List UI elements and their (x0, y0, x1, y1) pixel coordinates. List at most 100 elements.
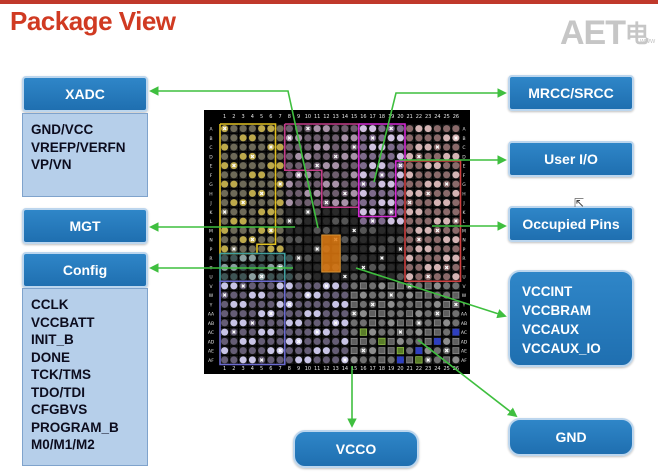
pin (452, 273, 460, 281)
pin (341, 199, 349, 207)
mrcc-srcc-label: MRCC/SRCC (508, 75, 634, 111)
pin-marker: ✖ (398, 247, 403, 253)
pin-square (415, 291, 423, 299)
pin (304, 347, 312, 355)
pin (369, 263, 377, 271)
pin (387, 263, 395, 271)
power-pin-item: VCCBRAM (522, 303, 591, 318)
pin (387, 328, 395, 336)
pin (267, 254, 275, 262)
pin (341, 300, 349, 308)
pin (313, 199, 321, 207)
pin-marker: ✖ (250, 321, 255, 327)
pin (322, 162, 330, 170)
pin (350, 171, 358, 179)
pin-marker: ✖ (454, 136, 459, 142)
pin (387, 143, 395, 151)
pin (295, 245, 303, 253)
pin (276, 245, 284, 253)
pin-marker: ✖ (435, 145, 440, 151)
pin (369, 328, 377, 336)
row-label: AB (208, 321, 214, 327)
pin (230, 319, 238, 327)
pin (341, 263, 349, 271)
pin-square (378, 356, 386, 364)
pin (276, 310, 284, 318)
pin (443, 171, 451, 179)
pin-marker: ✖ (398, 164, 403, 170)
pin (258, 226, 266, 234)
row-label: AF (461, 358, 467, 364)
pin (396, 208, 404, 216)
pin (313, 152, 321, 160)
pin-marker: ✖ (343, 191, 348, 197)
row-label: G (462, 182, 466, 188)
pin-marker: ✖ (370, 302, 375, 308)
pin (239, 189, 247, 197)
pin-marker: ✖ (241, 284, 246, 290)
pin (369, 226, 377, 234)
pin-square (378, 310, 386, 317)
pin (406, 245, 414, 253)
pin (396, 134, 404, 142)
pin (415, 199, 423, 207)
row-label: V (209, 284, 213, 290)
pin-square (387, 282, 395, 290)
pin (322, 143, 330, 151)
pin (396, 245, 404, 253)
pin (258, 199, 266, 207)
pin (295, 347, 303, 355)
column-label: 25 (443, 366, 449, 372)
pin (295, 217, 303, 225)
pin (267, 180, 275, 188)
pin (276, 282, 284, 290)
pin (332, 282, 340, 290)
pin (341, 180, 349, 188)
pin (424, 217, 432, 225)
bank-outline-magenta (357, 123, 406, 218)
column-label: 11 (314, 366, 320, 372)
row-label: AE (208, 349, 214, 355)
pin (369, 347, 377, 355)
pin (267, 134, 275, 142)
pin (248, 273, 256, 281)
pin-marker: ✖ (426, 358, 431, 364)
pin (433, 310, 441, 318)
pin (285, 310, 293, 318)
pin (396, 300, 404, 308)
pin (369, 254, 377, 262)
pin (248, 356, 256, 364)
pin (304, 356, 312, 364)
pin (239, 217, 247, 225)
column-label: 14 (342, 366, 348, 372)
row-label: T (462, 265, 466, 271)
pin (295, 254, 303, 262)
pin (378, 199, 386, 207)
row-label: C (462, 145, 465, 151)
pin (424, 273, 432, 281)
row-label: D (462, 154, 466, 160)
pin-marker: ✖ (250, 154, 255, 160)
pin (276, 217, 284, 225)
pin (443, 254, 451, 262)
pin (359, 245, 367, 253)
pin (359, 208, 367, 216)
pin-square (350, 291, 358, 299)
row-label: Y (462, 302, 466, 308)
pin (322, 282, 330, 290)
column-label: 16 (360, 114, 366, 120)
pin-marker: ✖ (232, 164, 237, 170)
pin-marker: ✖ (398, 330, 403, 336)
pin (396, 263, 404, 271)
pin-marker: ✖ (324, 284, 329, 290)
pin-square (369, 310, 376, 317)
pin (221, 356, 229, 364)
pin (313, 226, 321, 234)
pin (378, 125, 386, 133)
pin (248, 328, 256, 336)
pin (248, 300, 256, 308)
row-label: P (463, 247, 466, 253)
pin (304, 300, 312, 308)
pin (313, 282, 321, 290)
